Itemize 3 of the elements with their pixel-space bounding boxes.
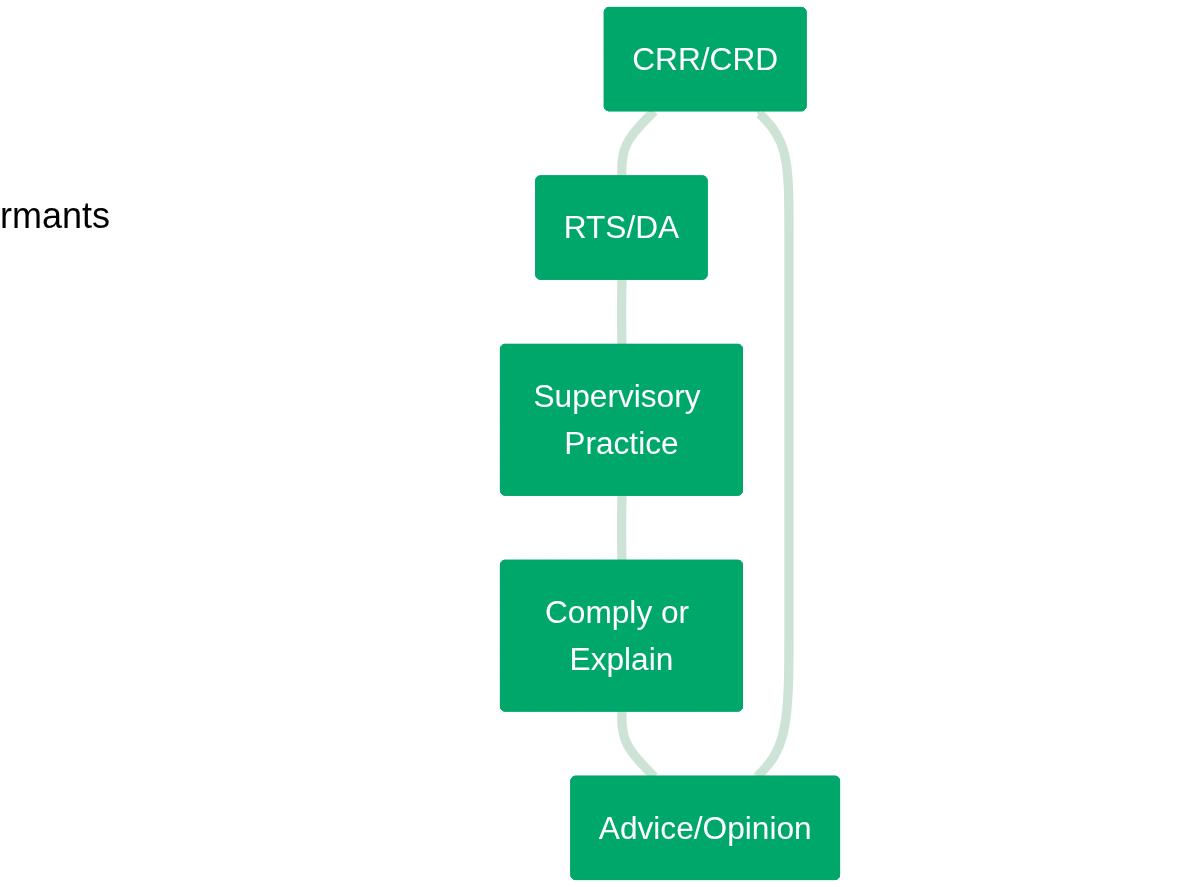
connector xyxy=(616,279,627,345)
side-text: rmants xyxy=(0,195,111,237)
connector xyxy=(616,495,627,561)
